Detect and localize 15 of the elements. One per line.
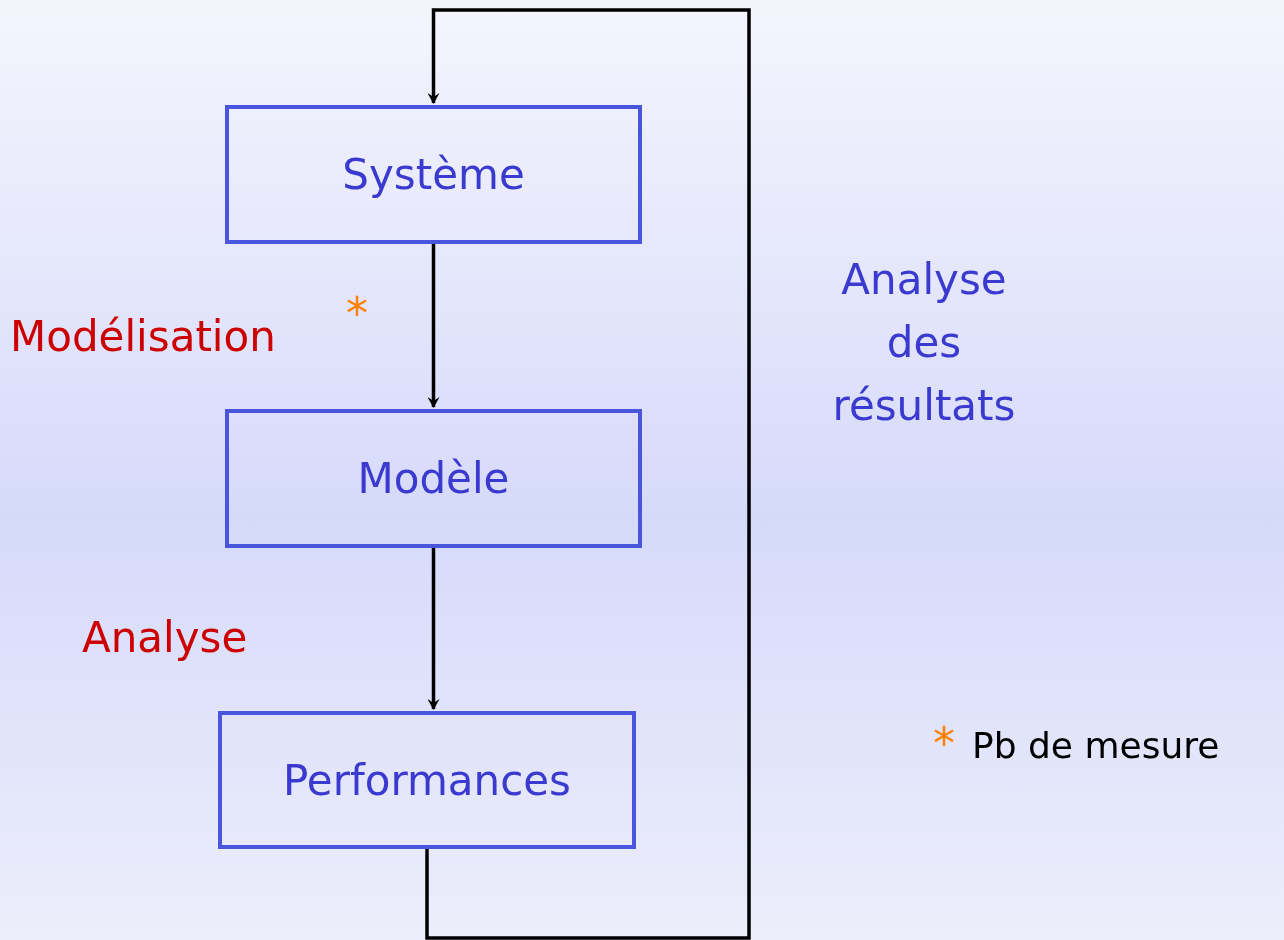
- process-box: [225, 409, 642, 548]
- edge-label: Analyse: [82, 612, 249, 664]
- box-label: Performances: [282, 754, 571, 807]
- edge-label: Analyse des résultats: [831, 253, 1017, 432]
- edge-label: Modélisation: [10, 311, 277, 363]
- process-box: [225, 105, 642, 244]
- arrow: [425, 8, 751, 940]
- footnote-mark: *: [933, 718, 956, 770]
- box-label: Modèle: [357, 453, 510, 505]
- footnote-mark: *: [346, 288, 369, 340]
- footnote-text: Pb de mesure: [972, 724, 1221, 768]
- box-label: Système: [342, 149, 525, 201]
- arrow: [427, 548, 440, 710]
- arrow: [427, 244, 440, 408]
- process-box: [218, 711, 636, 849]
